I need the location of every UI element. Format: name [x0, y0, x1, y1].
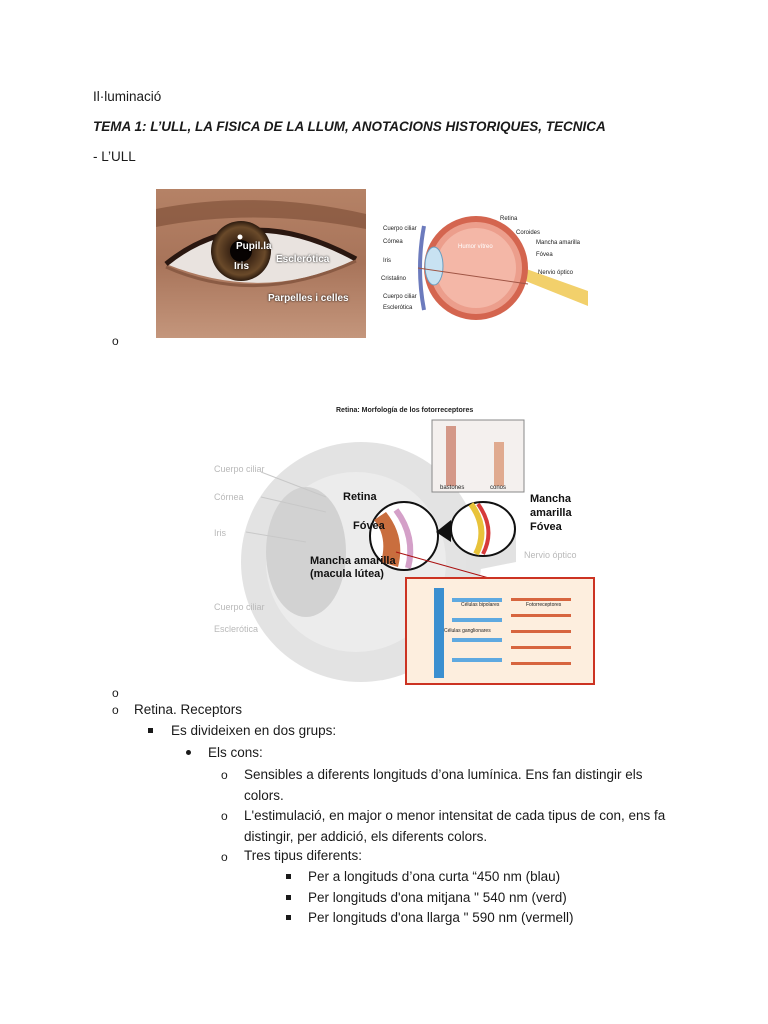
- groups-line: Es divideixen en dos grups:: [171, 723, 337, 738]
- anat-left-label-6: Esclerótica: [383, 305, 413, 311]
- bullet-o-marker: o: [112, 703, 119, 717]
- inset-label-rods: bastones: [440, 485, 465, 491]
- square-bullet: [286, 895, 291, 900]
- label-amarilla-right: amarilla: [530, 507, 572, 519]
- eye-anatomy-diagram: Cuerpo ciliar Córnea Iris Cristalino Cue…: [378, 206, 588, 336]
- faint-label-6: Nervio óptico: [524, 550, 577, 560]
- label-macula: Mancha amarilla: [310, 555, 396, 567]
- faint-label-5: Esclerótica: [214, 624, 259, 634]
- label-fovea-right: Fóvea: [530, 521, 562, 533]
- label-macula-lutea: (macula lútea): [310, 568, 384, 580]
- dot-bullet: [186, 750, 191, 755]
- inset-label-cones: conos: [490, 485, 507, 491]
- anat-center-label: Humor vítreo: [458, 244, 493, 250]
- faint-label-4: Cuerpo ciliar: [214, 602, 265, 612]
- pupil-label: Pupil.la: [236, 241, 272, 252]
- anat-left-label-2: Córnea: [383, 239, 403, 245]
- bullet-o-marker: o: [221, 768, 228, 782]
- eye-section-drawing: [417, 216, 588, 320]
- anat-right-label-1: Retina: [500, 216, 518, 222]
- label-retina: Retina: [343, 491, 377, 503]
- square-bullet: [148, 728, 153, 733]
- anat-right-label-2: Coroides: [516, 230, 541, 236]
- page-title: Il·luminació: [93, 89, 162, 104]
- cons-item-2: L'estimulació, en major o menor intensit…: [244, 808, 666, 844]
- anat-right-label-5: Nervio óptico: [538, 270, 574, 276]
- retina-drawing: [241, 419, 595, 685]
- anat-left-label-3: Iris: [383, 258, 391, 264]
- square-bullet: [286, 874, 291, 879]
- type-long: Per longituds d'ona llarga " 590 nm (ver…: [308, 910, 574, 925]
- retina-receptors-line: Retina. Receptors: [134, 702, 243, 717]
- topic-heading: TEMA 1: L’ULL, LA FISICA DE LA LLUM, ANO…: [93, 119, 606, 134]
- faint-label-1: Cuerpo ciliar: [214, 464, 265, 474]
- square-bullet: [286, 915, 291, 920]
- cons-item-1: Sensibles a diferents longituds d’ona lu…: [244, 767, 643, 803]
- empty-bullet-2: o: [112, 686, 119, 700]
- cons-line: Els cons:: [208, 745, 263, 760]
- retina-fig-title: Retina: Morfología de los fotorreceptore…: [336, 407, 474, 414]
- eyelids-label: Parpelles i celles: [268, 293, 349, 304]
- faint-label-2: Córnea: [214, 492, 244, 502]
- iris-label: Iris: [234, 261, 250, 272]
- cons-item-3: Tres tipus diferents:: [244, 848, 363, 863]
- eye-photo-drawing: [156, 189, 366, 338]
- section-heading: - L’ULL: [93, 149, 136, 164]
- cells-label-2: Fotorreceptores: [526, 602, 562, 608]
- label-mancha-right: Mancha: [530, 493, 571, 505]
- bullet-o-marker: o: [221, 850, 228, 864]
- retina-diagram: Retina: Morfología de los fotorreceptore…: [206, 402, 606, 692]
- anat-left-label-4: Cristalino: [381, 276, 407, 282]
- label-fovea: Fóvea: [353, 520, 385, 532]
- anat-left-label-5: Cuerpo ciliar: [383, 294, 417, 300]
- type-medium: Per longituds d'ona mitjana " 540 nm (ve…: [308, 890, 567, 905]
- cells-label-3: Células ganglionares: [444, 628, 491, 634]
- anat-left-label-1: Cuerpo ciliar: [383, 226, 417, 232]
- anat-right-label-3: Mancha amarilla: [536, 240, 581, 246]
- cells-label-1: Células bipolares: [461, 602, 500, 608]
- empty-bullet-1: o: [112, 334, 119, 348]
- bullet-o-marker: o: [221, 809, 228, 823]
- faint-label-3: Iris: [214, 528, 226, 538]
- type-short: Per a longituds d’ona curta “450 nm (bla…: [308, 869, 561, 884]
- eye-photo: Pupil.la Iris Esclerótica Parpelles i ce…: [156, 189, 366, 338]
- anat-right-label-4: Fóvea: [536, 252, 553, 258]
- sclera-label: Esclerótica: [276, 254, 330, 265]
